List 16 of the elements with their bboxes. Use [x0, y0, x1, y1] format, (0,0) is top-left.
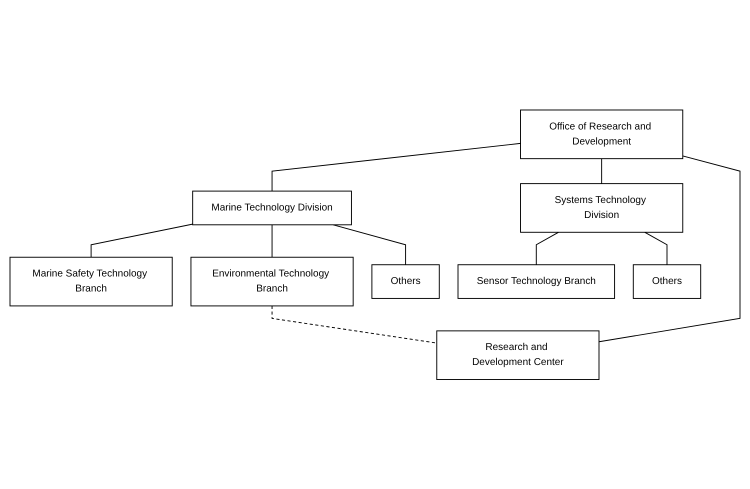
node-box: Systems Technology Division [520, 182, 684, 232]
connector [332, 224, 406, 265]
connector [601, 158, 602, 184]
node-box: Environmental Technology Branch [190, 256, 354, 306]
connector [272, 305, 438, 344]
connector [272, 142, 521, 192]
node-box: Research and Development Center [436, 330, 600, 380]
node-box: Sensor Technology Branch [458, 264, 616, 299]
connector [90, 223, 194, 258]
node-box: Marine Safety Technology Branch [10, 256, 173, 306]
connector [272, 224, 273, 258]
node-box: Others [371, 264, 440, 299]
connector [598, 155, 740, 342]
node-box: Marine Technology Division [192, 190, 352, 225]
node-box: Others [632, 264, 702, 299]
node-box: Office of Research and Development [520, 109, 684, 159]
